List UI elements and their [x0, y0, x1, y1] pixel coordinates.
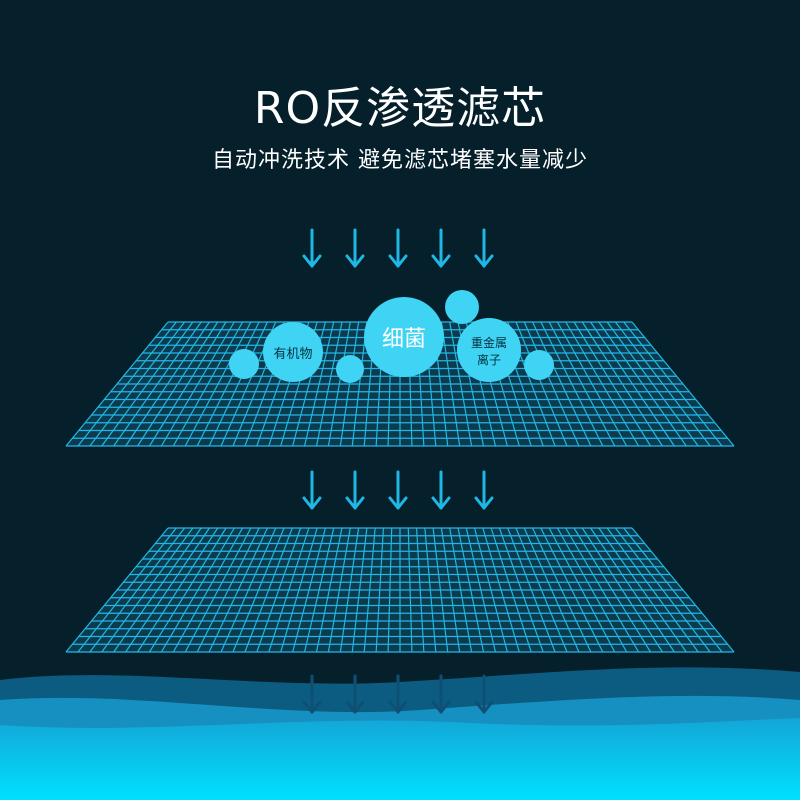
particle-organic — [263, 322, 323, 382]
particle-small-left — [229, 349, 259, 379]
label-organic: 有机物 — [273, 347, 312, 362]
particle-small-right — [524, 350, 554, 380]
down-arrow-icon — [431, 228, 451, 268]
particle-small-top — [445, 290, 479, 324]
down-arrow-icon — [388, 228, 408, 268]
page-subtitle: 自动冲洗技术 避免滤芯堵塞水量减少 — [212, 148, 588, 173]
filter-membrane-bottom — [65, 527, 735, 653]
down-arrow-icon — [388, 470, 408, 510]
down-arrow-icon — [431, 674, 451, 714]
particle-small-mid — [336, 355, 364, 383]
down-arrow-icon — [302, 470, 322, 510]
down-arrow-icon — [345, 674, 365, 714]
particle-bacteria — [364, 297, 444, 377]
label-heavy-metal-1: 重金属 — [471, 335, 507, 350]
water-waves — [0, 667, 800, 800]
down-arrow-icon — [388, 674, 408, 714]
down-arrow-icon — [345, 470, 365, 510]
down-arrow-icon — [431, 470, 451, 510]
down-arrow-icon — [474, 470, 494, 510]
page-title: RO反渗透滤芯 — [253, 83, 547, 134]
down-arrow-icon — [302, 674, 322, 714]
contaminant-particles: 有机物 细菌 重金属 离子 — [229, 290, 554, 383]
down-arrow-icon — [474, 228, 494, 268]
down-arrow-icon — [345, 228, 365, 268]
wave-front — [0, 718, 800, 800]
particle-heavy-metal — [457, 318, 521, 382]
label-heavy-metal-2: 离子 — [477, 352, 501, 367]
flow-arrows — [302, 228, 494, 714]
down-arrow-icon — [474, 674, 494, 714]
label-bacteria: 细菌 — [382, 327, 426, 352]
down-arrow-icon — [302, 228, 322, 268]
